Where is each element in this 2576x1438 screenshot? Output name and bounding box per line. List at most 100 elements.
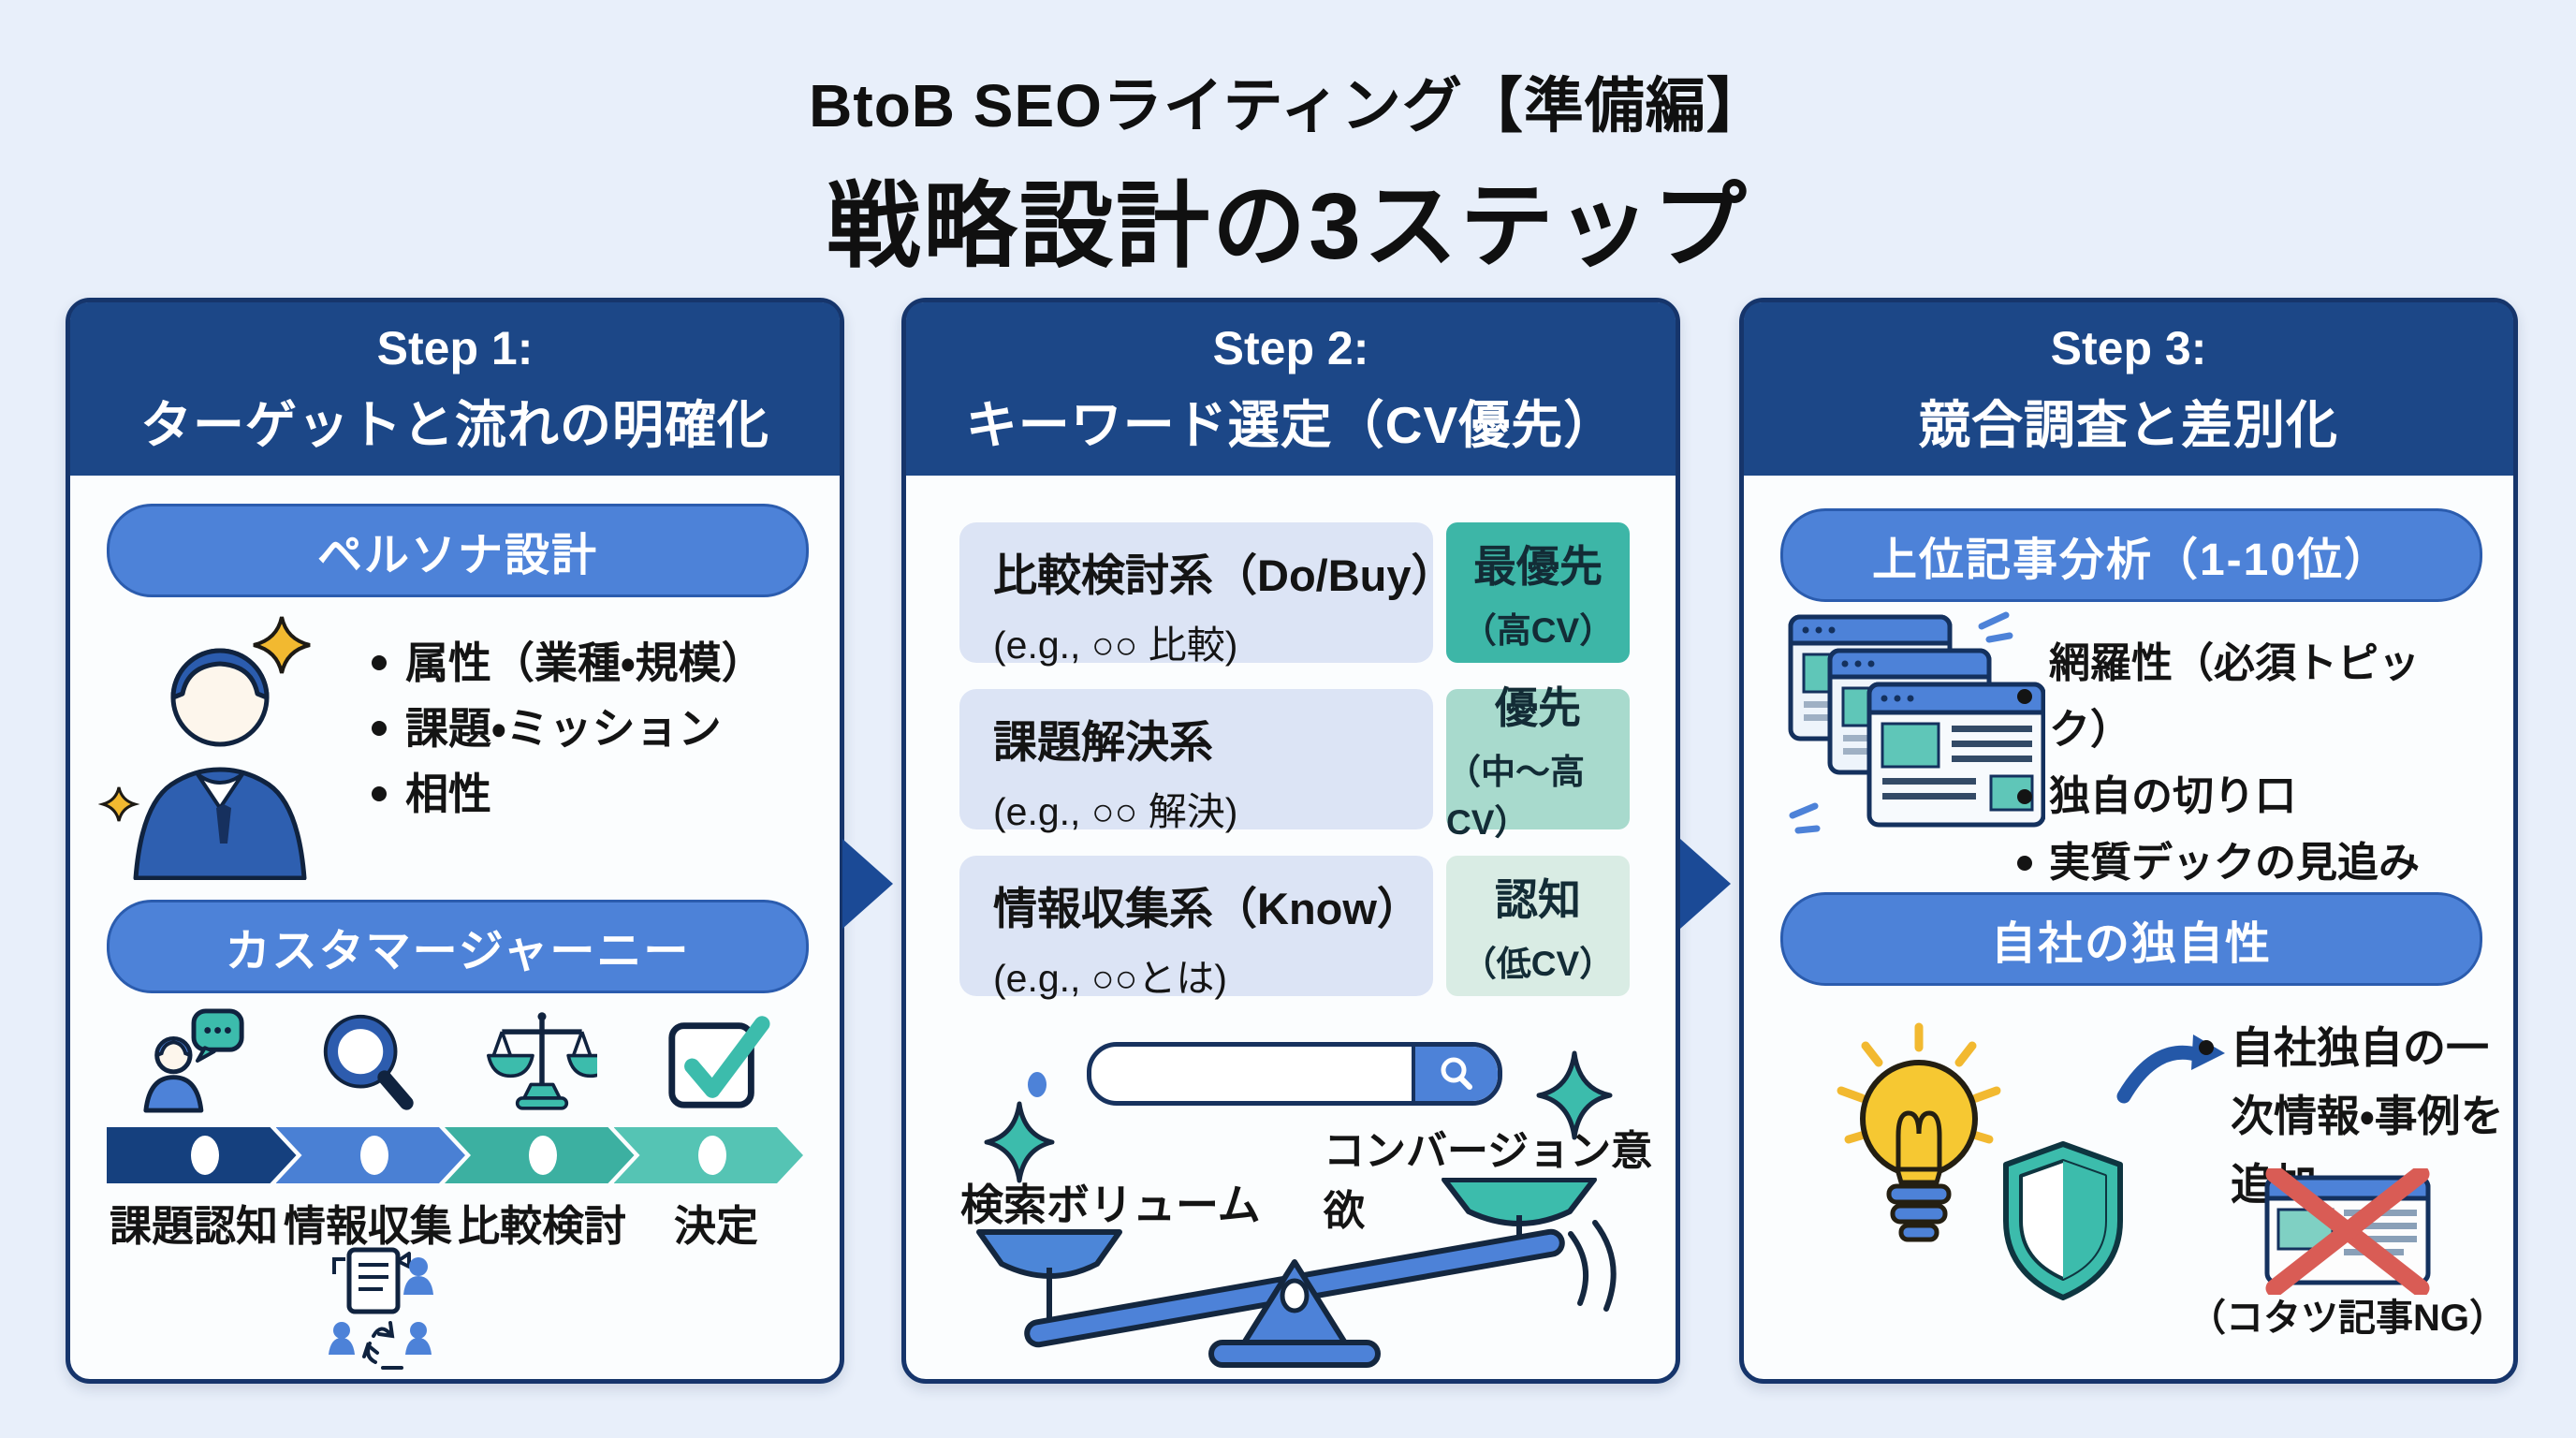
title-line-2: 戦略設計の3ステップ bbox=[827, 174, 1749, 279]
title: BtoB SEOライティング【準備編】 戦略設計の3ステップ bbox=[0, 58, 2576, 286]
stacked-browser-windows-icon bbox=[1788, 611, 2045, 834]
search-button bbox=[1412, 1047, 1498, 1101]
analysis-bullet-item: 網羅性（必須トピック） bbox=[2017, 630, 2472, 763]
arrow-dot bbox=[529, 1136, 557, 1175]
lightbulb-icon bbox=[1837, 1022, 2001, 1242]
keyword-row-know: 情報収集系（Know） (e.g., ○○とは) 認知 （低CV） bbox=[959, 856, 1630, 1000]
priority-cv-level: （低CV） bbox=[1461, 945, 1615, 983]
bullet-dot bbox=[372, 721, 387, 736]
stage-label: 決定 bbox=[673, 1202, 758, 1250]
journey-arrow-segment bbox=[107, 1127, 297, 1183]
balance-left-label: 検索ボリューム bbox=[960, 1181, 1261, 1229]
balance-scale-icon bbox=[487, 1012, 597, 1110]
keyword-type-cell: 課題解決系 (e.g., ○○ 解決) bbox=[959, 689, 1433, 833]
keyword-rows: 比較検討系（Do/Buy） (e.g., ○○ 比較) 最優先 （高CV） 課題… bbox=[959, 522, 1630, 1000]
bullet-dot bbox=[2199, 1040, 2214, 1055]
journey-arrow-segment bbox=[614, 1127, 804, 1183]
priority-cv-level: （中～高CV） bbox=[1446, 753, 1585, 842]
flow-arrow-right-icon bbox=[842, 839, 893, 929]
search-bar-illustration bbox=[1087, 1042, 1502, 1106]
step2-header-line2: キーワード選定（CV優先） bbox=[965, 395, 1617, 454]
journey-stage-arrows bbox=[107, 1127, 803, 1183]
shield-icon bbox=[2003, 1141, 2123, 1300]
ng-note: （コタツ記事NG） bbox=[2188, 1298, 2507, 1339]
arrow-dot bbox=[191, 1136, 219, 1175]
sparkle-icon bbox=[984, 1101, 1055, 1183]
persona-bullets: 属性（業種・規模） 課題・ミッション 相性 bbox=[372, 630, 765, 827]
arrow-dot bbox=[360, 1136, 388, 1175]
people-document-icon bbox=[329, 1247, 433, 1370]
persona-bullet-text: 課題・ミッション bbox=[405, 704, 722, 753]
uniqueness-bullet: 自社独自の一次情報・事例を追加 bbox=[2199, 1014, 2504, 1219]
tilted-balance-seesaw-icon bbox=[976, 1178, 1617, 1368]
keyword-type-title: 情報収集系（Know） bbox=[993, 884, 1421, 933]
analysis-bullets: 網羅性（必須トピック） 独自の切り口 実質デックの見追み bbox=[2017, 630, 2472, 896]
priority-label: 認知 bbox=[1495, 875, 1581, 924]
step1-header-line1: Step 1: bbox=[376, 321, 534, 374]
step2-header: Step 2: キーワード選定（CV優先） bbox=[906, 302, 1676, 476]
arrow-dot bbox=[698, 1136, 726, 1175]
journey-arrow-segment bbox=[445, 1127, 635, 1183]
step1-header: Step 1: ターゲットと流れの明確化 bbox=[70, 302, 840, 476]
stage-label: 情報収集 bbox=[283, 1202, 452, 1250]
analysis-section-label: 上位記事分析（1-10位） bbox=[1780, 508, 2482, 602]
magnifier-icon bbox=[1441, 1057, 1472, 1090]
bullet-dot bbox=[2017, 788, 2032, 804]
dot-accent bbox=[1028, 1072, 1046, 1097]
magnifier-icon bbox=[323, 1014, 414, 1110]
sparkle-icon bbox=[1536, 1050, 1613, 1140]
keyword-type-title: 比較検討系（Do/Buy） bbox=[993, 550, 1456, 600]
step3-panel: Step 3: 競合調査と差別化 上位記事分析（1-10位） bbox=[1739, 298, 2518, 1384]
keyword-type-cell: 比較検討系（Do/Buy） (e.g., ○○ 比較) bbox=[959, 522, 1456, 667]
analysis-bullet-item: 実質デックの見追み bbox=[2017, 829, 2472, 896]
analysis-bullet-item: 独自の切り口 bbox=[2017, 763, 2472, 829]
uniqueness-section-label: 自社の独自性 bbox=[1780, 892, 2482, 986]
person-chat-icon bbox=[143, 1008, 244, 1113]
priority-cell-low: 認知 （低CV） bbox=[1446, 856, 1630, 996]
stage-label: 課題認知 bbox=[109, 1202, 278, 1250]
analysis-bullet-text: 網羅性（必須トピック） bbox=[2049, 640, 2420, 753]
keyword-type-example: (e.g., ○○ 比較) bbox=[993, 624, 1238, 667]
stage-label: 比較検討 bbox=[457, 1202, 626, 1250]
persona-bullet-text: 相性 bbox=[405, 770, 491, 818]
checkmark-icon bbox=[668, 1016, 770, 1108]
bullet-dot bbox=[2017, 689, 2032, 704]
keyword-row-compare: 比較検討系（Do/Buy） (e.g., ○○ 比較) 最優先 （高CV） bbox=[959, 522, 1630, 667]
business-person-icon bbox=[98, 616, 311, 880]
persona-section-label: ペルソナ設計 bbox=[107, 504, 809, 597]
persona-bullet-item: 相性 bbox=[372, 761, 765, 827]
uniqueness-bullet-text: 自社独自の一次情報・事例を追加 bbox=[2231, 1023, 2504, 1209]
journey-stage-labels: 課題認知 情報収集 比較検討 決定 bbox=[107, 1192, 803, 1253]
step3-header-line2: 競合調査と差別化 bbox=[1918, 395, 2338, 454]
step2-panel: Step 2: キーワード選定（CV優先） 比較検討系（Do/Buy） (e.g… bbox=[901, 298, 1680, 1384]
keyword-type-example: (e.g., ○○とは) bbox=[993, 957, 1228, 1000]
step1-panel: Step 1: ターゲットと流れの明確化 ペルソナ設計 属性（業種・規模） 課題… bbox=[66, 298, 844, 1384]
priority-cell-mid: 優先 （中～高CV） bbox=[1446, 683, 1630, 842]
analysis-bullet-text: 実質デックの見追み bbox=[2049, 840, 2420, 886]
bullet-dot bbox=[372, 655, 387, 670]
crossed-out-article-icon bbox=[2264, 1168, 2431, 1295]
step3-header: Step 3: 競合調査と差別化 bbox=[1744, 302, 2513, 476]
step2-header-line1: Step 2: bbox=[1212, 321, 1369, 374]
step1-header-line2: ターゲットと流れの明確化 bbox=[139, 395, 769, 454]
keyword-type-title: 課題解決系 bbox=[993, 717, 1213, 767]
journey-icons-row bbox=[107, 1001, 803, 1121]
bullet-dot bbox=[2017, 855, 2032, 871]
keyword-type-example: (e.g., ○○ 解決) bbox=[993, 790, 1238, 833]
priority-label: 最優先 bbox=[1473, 542, 1603, 591]
title-line-1: BtoB SEOライティング【準備編】 bbox=[809, 72, 1767, 139]
flow-arrow-right-icon bbox=[1680, 839, 1731, 929]
journey-arrow-segment bbox=[276, 1127, 466, 1183]
balance-right-label: コンバージョン意欲 bbox=[1324, 1128, 1653, 1234]
bullet-dot bbox=[372, 786, 387, 801]
keyword-type-cell: 情報収集系（Know） (e.g., ○○とは) bbox=[959, 856, 1433, 1000]
keyword-row-solution: 課題解決系 (e.g., ○○ 解決) 優先 （中～高CV） bbox=[959, 683, 1630, 842]
priority-cell-high: 最優先 （高CV） bbox=[1446, 522, 1630, 663]
persona-bullet-item: 属性（業種・規模） bbox=[372, 630, 765, 696]
persona-bullet-text: 属性（業種・規模） bbox=[405, 638, 765, 687]
analysis-bullet-text: 独自の切り口 bbox=[2049, 773, 2296, 819]
priority-label: 優先 bbox=[1495, 683, 1581, 732]
step3-header-line1: Step 3: bbox=[2050, 321, 2207, 374]
persona-bullet-item: 課題・ミッション bbox=[372, 696, 765, 761]
